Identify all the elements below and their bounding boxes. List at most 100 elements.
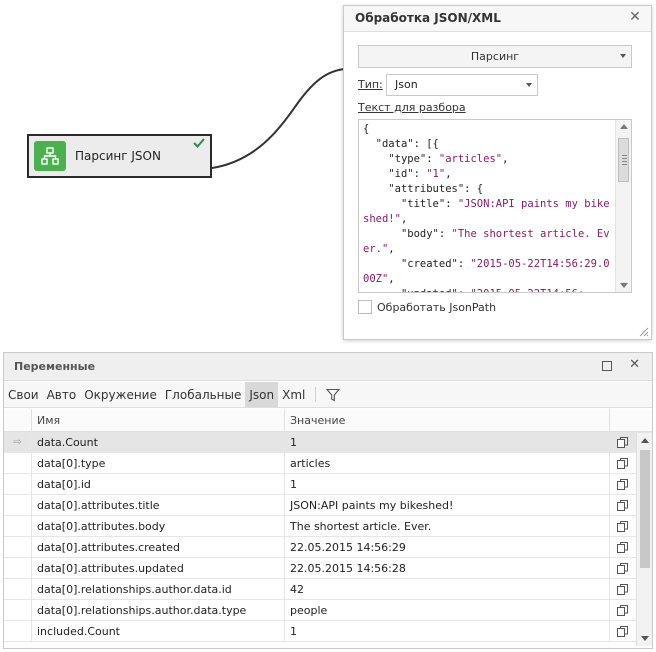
row-indicator-icon <box>4 536 32 558</box>
resize-grip-icon[interactable] <box>637 325 649 337</box>
variable-value[interactable]: 1 <box>285 473 610 495</box>
tab-environment[interactable]: Окружение <box>84 387 157 402</box>
variables-panel: Переменные ✕ Свои Авто Окружение Глобаль… <box>3 352 653 649</box>
dialog-body: Парсинг Тип: Json Текст для разбора { "d… <box>344 31 651 339</box>
mode-dropdown-value: Парсинг <box>470 50 520 63</box>
column-header-value[interactable]: Значение <box>285 408 610 432</box>
sitemap-icon <box>34 141 66 171</box>
mode-dropdown[interactable]: Парсинг <box>358 45 632 68</box>
copy-icon[interactable] <box>610 537 634 558</box>
dialog-title: Обработка JSON/XML <box>355 11 501 25</box>
check-icon <box>193 138 205 148</box>
filter-icon[interactable] <box>322 382 344 407</box>
tab-own[interactable]: Свои <box>8 387 39 402</box>
variable-value[interactable]: people <box>285 599 610 621</box>
variables-tabs: Свои Авто Окружение Глобальные Json Xml <box>4 382 652 408</box>
row-indicator-icon <box>4 557 32 579</box>
variable-name: data[0].relationships.author.data.type <box>32 599 285 621</box>
copy-icon[interactable] <box>610 621 634 642</box>
tab-global[interactable]: Глобальные <box>164 387 242 402</box>
variable-name: data[0].attributes.created <box>32 536 285 558</box>
scroll-thumb[interactable] <box>618 138 629 182</box>
row-indicator-icon <box>4 599 32 621</box>
tab-xml[interactable]: Xml <box>282 387 306 402</box>
scroll-thumb[interactable] <box>640 450 650 568</box>
close-icon[interactable]: ✕ <box>629 357 640 372</box>
variable-value[interactable]: articles <box>285 452 610 474</box>
code-scrollbar[interactable] <box>615 120 631 292</box>
scroll-down-icon[interactable] <box>620 283 628 288</box>
copy-icon[interactable] <box>610 495 634 516</box>
row-indicator-icon <box>4 620 32 642</box>
variable-name: data[0].attributes.updated <box>32 557 285 579</box>
variable-value[interactable]: 1 <box>285 620 610 642</box>
variable-value[interactable]: 22.05.2015 14:56:29 <box>285 536 610 558</box>
jsonpath-label: Обработать JsonPath <box>377 300 497 314</box>
variable-value[interactable]: 1 <box>285 431 610 453</box>
copy-icon[interactable] <box>610 579 634 600</box>
node-label: Парсинг JSON <box>75 149 161 163</box>
row-indicator-icon <box>4 473 32 495</box>
scroll-down-icon[interactable] <box>641 636 649 641</box>
variable-value[interactable]: JSON:API paints my bikeshed! <box>285 494 610 516</box>
copy-icon[interactable] <box>610 558 634 579</box>
tab-auto[interactable]: Авто <box>46 387 77 402</box>
copy-icon[interactable] <box>610 453 634 474</box>
variable-name: data[0].type <box>32 452 285 474</box>
row-indicator-icon <box>4 578 32 600</box>
close-icon[interactable]: ✕ <box>629 9 641 25</box>
jsonpath-option[interactable]: Обработать JsonPath <box>358 300 496 314</box>
variables-title: Переменные <box>14 360 96 373</box>
copy-icon[interactable] <box>610 474 634 495</box>
copy-icon[interactable] <box>610 600 634 621</box>
type-dropdown-value: Json <box>395 78 418 91</box>
type-label: Тип: <box>358 78 383 91</box>
parse-text-input[interactable]: { "data": [{ "type": "articles", "id": "… <box>358 119 632 293</box>
copy-icon[interactable] <box>610 516 634 537</box>
parse-json-node[interactable]: Парсинг JSON <box>27 134 212 178</box>
parse-text-label: Текст для разбора <box>358 101 466 114</box>
row-indicator-icon: ⇨ <box>4 431 32 453</box>
variable-name: data.Count <box>32 431 285 453</box>
grid-header-indicator <box>4 408 32 432</box>
grid-scrollbar[interactable] <box>636 433 652 646</box>
maximize-icon[interactable] <box>602 361 612 371</box>
copy-icon[interactable] <box>610 432 634 453</box>
grid-header: Имя Значение <box>4 408 652 432</box>
chevron-down-icon <box>526 83 532 87</box>
variable-value[interactable]: 22.05.2015 14:56:28 <box>285 557 610 579</box>
variable-value[interactable]: The shortest article. Ever. <box>285 515 610 537</box>
column-header-name[interactable]: Имя <box>32 408 285 432</box>
row-indicator-icon <box>4 494 32 516</box>
variable-value[interactable]: 42 <box>285 578 610 600</box>
chevron-down-icon <box>620 54 626 58</box>
scroll-up-icon[interactable] <box>620 124 628 129</box>
scroll-up-icon[interactable] <box>641 438 649 443</box>
json-xml-dialog: Обработка JSON/XML ✕ Парсинг Тип: Json Т… <box>343 5 652 340</box>
variable-name: data[0].id <box>32 473 285 495</box>
row-indicator-icon <box>4 515 32 537</box>
variable-name: data[0].relationships.author.data.id <box>32 578 285 600</box>
variable-name: data[0].attributes.title <box>32 494 285 516</box>
tab-divider <box>315 387 317 402</box>
dialog-header[interactable]: Обработка JSON/XML ✕ <box>344 6 651 30</box>
type-dropdown[interactable]: Json <box>386 74 538 96</box>
row-indicator-icon <box>4 452 32 474</box>
variable-name: data[0].attributes.body <box>32 515 285 537</box>
tab-json[interactable]: Json <box>245 382 279 407</box>
json-text: { "data": [{ "type": "articles", "id": "… <box>363 123 610 292</box>
variable-name: included.Count <box>32 620 285 642</box>
jsonpath-checkbox[interactable] <box>358 300 372 314</box>
